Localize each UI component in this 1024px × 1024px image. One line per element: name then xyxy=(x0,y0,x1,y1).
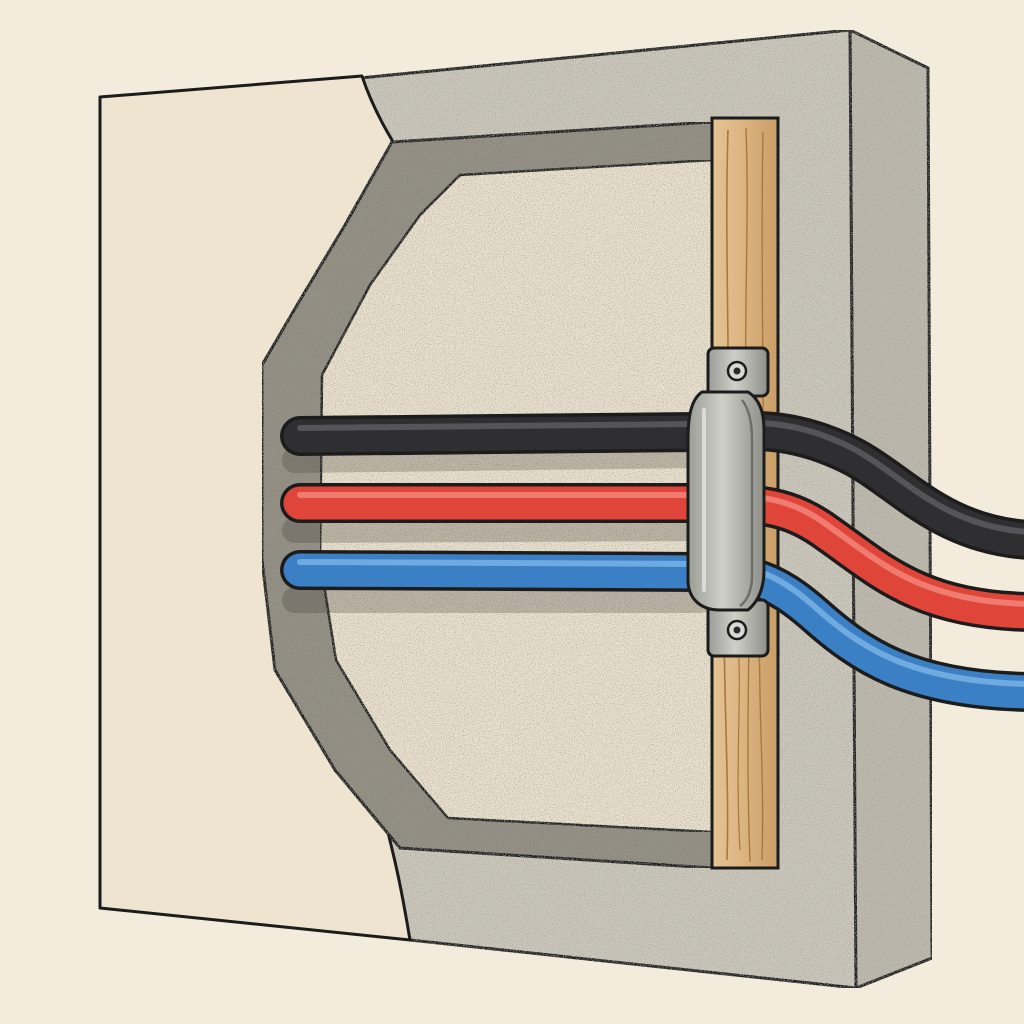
cable-clip xyxy=(686,346,770,658)
cable-shadows xyxy=(282,442,713,613)
